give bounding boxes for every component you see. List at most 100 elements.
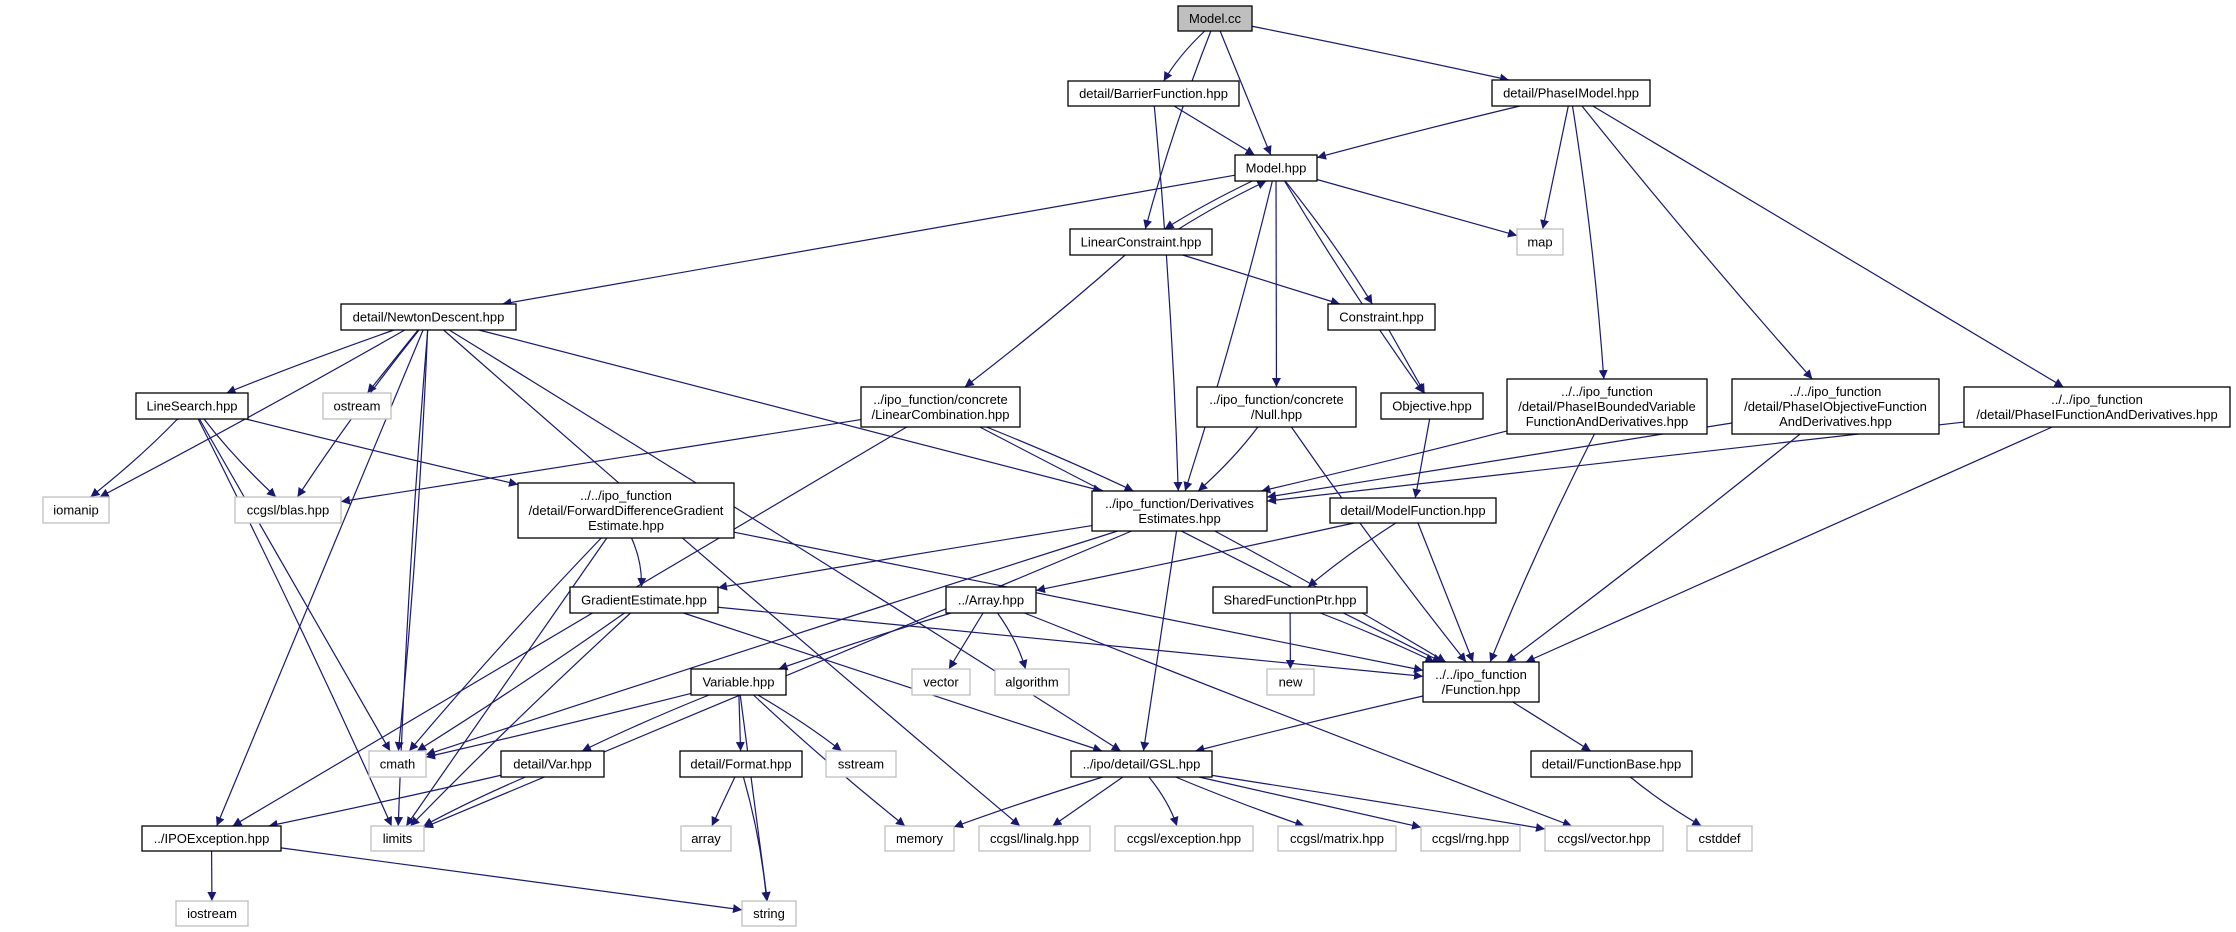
edges [90,25,2064,914]
node-label: /LinearCombination.hpp [871,407,1009,422]
node-ipoexc[interactable]: ../IPOException.hpp [141,825,282,852]
node-var[interactable]: detail/Var.hpp [500,750,605,778]
edge-pobjective-to-function [1506,433,1801,663]
node-constraint[interactable]: Constraint.hpp [1327,303,1436,331]
edge-modelcc-to-linconstr [1143,30,1212,230]
node-label: Model.hpp [1246,161,1307,176]
node-label: ../ipo_function/Derivatives [1105,496,1254,511]
edge-modelhpp-to-objective [1284,180,1424,394]
edge-modelhpp-to-linconstr [1164,180,1253,230]
edge-modelfunc-to-sharedptr [1307,522,1397,588]
node-box [680,825,732,852]
node-modelcc[interactable]: Model.cc [1177,5,1253,32]
node-modelfunc[interactable]: detail/ModelFunction.hpp [1329,497,1497,524]
node-pbounded[interactable]: ../../ipo_function/detail/PhaseIBoundedV… [1506,378,1708,435]
node-label: detail/ModelFunction.hpp [1340,503,1485,518]
node-label: Estimate.hpp [588,518,664,533]
node-format[interactable]: detail/Format.hpp [679,750,803,778]
node-box [1067,80,1240,107]
edge-fwddiff-to-limits [405,537,608,827]
edge-barrier-to-modelhpp [1173,105,1255,156]
edge-array-to-vector [948,612,984,670]
node-cmath: cmath [368,750,427,778]
node-gradest[interactable]: GradientEstimate.hpp [569,586,719,614]
edge-modelcc-to-modelhpp [1219,30,1272,156]
node-box [741,900,797,927]
node-label: sstream [838,757,884,772]
edge-linesearch-to-fwddiff [245,418,519,487]
edge-lincomb-to-deriv [986,426,1134,492]
node-sstream: sstream [825,750,897,778]
node-label: vector [923,675,959,690]
node-label: ../ipo/detail/GSL.hpp [1083,757,1201,772]
node-box [340,303,517,331]
node-label: detail/Format.hpp [690,757,791,772]
node-cvector: ccgsl/vector.hpp [1544,825,1664,852]
node-limits: limits [370,825,425,852]
node-box [1196,386,1357,428]
edge-constraint-to-objective [1388,329,1426,394]
node-box [1544,825,1664,852]
edge-variable-to-format [735,694,745,752]
node-label: Constraint.hpp [1339,310,1424,325]
edge-var-to-ipoexc [268,774,502,829]
edge-lincomb-to-blas [340,418,862,505]
node-label: /detail/PhaseIObjectiveFunction [1744,399,1927,414]
node-pfunc[interactable]: ../../ipo_function/detail/PhaseIFunction… [1963,386,2231,428]
node-label: detail/BarrierFunction.hpp [1079,86,1228,101]
node-newton[interactable]: detail/NewtonDescent.hpp [340,303,517,331]
node-box [825,750,897,778]
node-phasemodel[interactable]: detail/PhaseIModel.hpp [1491,79,1651,107]
node-iomanip: iomanip [42,496,110,524]
node-box [1114,825,1254,852]
node-linconstr[interactable]: LinearConstraint.hpp [1069,228,1213,256]
edge-linesearch-to-cmath [198,418,391,752]
node-function[interactable]: ../../ipo_function/Function.hpp [1422,661,1540,703]
edge-linesearch-to-limits [197,418,393,827]
node-sharedptr[interactable]: SharedFunctionPtr.hpp [1212,586,1368,614]
node-box [141,825,282,852]
edge-modelhpp-to-constraint [1284,180,1373,305]
edge-gsl-to-rng [1198,776,1422,830]
node-box [1530,750,1693,778]
edge-variable-to-cmath [425,692,692,760]
node-label: iomanip [53,503,99,518]
node-pobjective[interactable]: ../../ipo_function/detail/PhaseIObjectiv… [1731,378,1940,435]
node-label: cmath [380,757,415,772]
edge-linesearch-to-blas [203,418,277,498]
node-null[interactable]: ../ipo_function/concrete/Null.hpp [1196,386,1357,428]
node-fwddiff[interactable]: ../../ipo_function/detail/ForwardDiffere… [517,482,735,539]
edge-fwddiff-to-cmath [408,537,602,752]
edge-format-to-string [742,776,771,902]
node-label: iostream [187,906,237,921]
node-box [1327,303,1436,331]
nodes: Model.cc detail/BarrierFunction.hpp detail… [42,5,2231,927]
node-variable[interactable]: Variable.hpp [690,668,787,696]
node-label: ccgsl/linalg.hpp [990,831,1079,846]
node-ostream: ostream [322,392,392,420]
node-box [994,668,1070,696]
edge-newton-to-deriv [478,329,1103,494]
node-label: new [1279,675,1303,690]
node-label: algorithm [1005,675,1058,690]
node-funcbase[interactable]: detail/FunctionBase.hpp [1530,750,1693,778]
node-array[interactable]: ../Array.hpp [945,586,1037,614]
edge-variable-to-var [581,694,710,752]
node-label: ../../ipo_function [1561,384,1653,399]
node-gsl[interactable]: ../ipo/detail/GSL.hpp [1070,750,1213,778]
node-objective[interactable]: Objective.hpp [1380,392,1484,420]
node-box [1234,154,1318,182]
node-cstddef: cstddef [1686,825,1753,852]
node-label: GradientEstimate.hpp [581,593,707,608]
node-lincomb[interactable]: ../ipo_function/concrete/LinearCombinati… [860,386,1021,428]
node-label: ostream [334,399,381,414]
edge-phasemodel-to-pbounded [1571,105,1608,380]
edge-gsl-to-exception [1148,776,1179,827]
node-label: ../../ipo_function [2051,392,2143,407]
node-barrier[interactable]: detail/BarrierFunction.hpp [1067,80,1240,107]
node-modelhpp[interactable]: Model.hpp [1234,154,1318,182]
edge-newton-to-linesearch [226,329,395,394]
edge-deriv-to-gsl [1140,530,1178,752]
node-linesearch[interactable]: LineSearch.hpp [135,392,249,420]
